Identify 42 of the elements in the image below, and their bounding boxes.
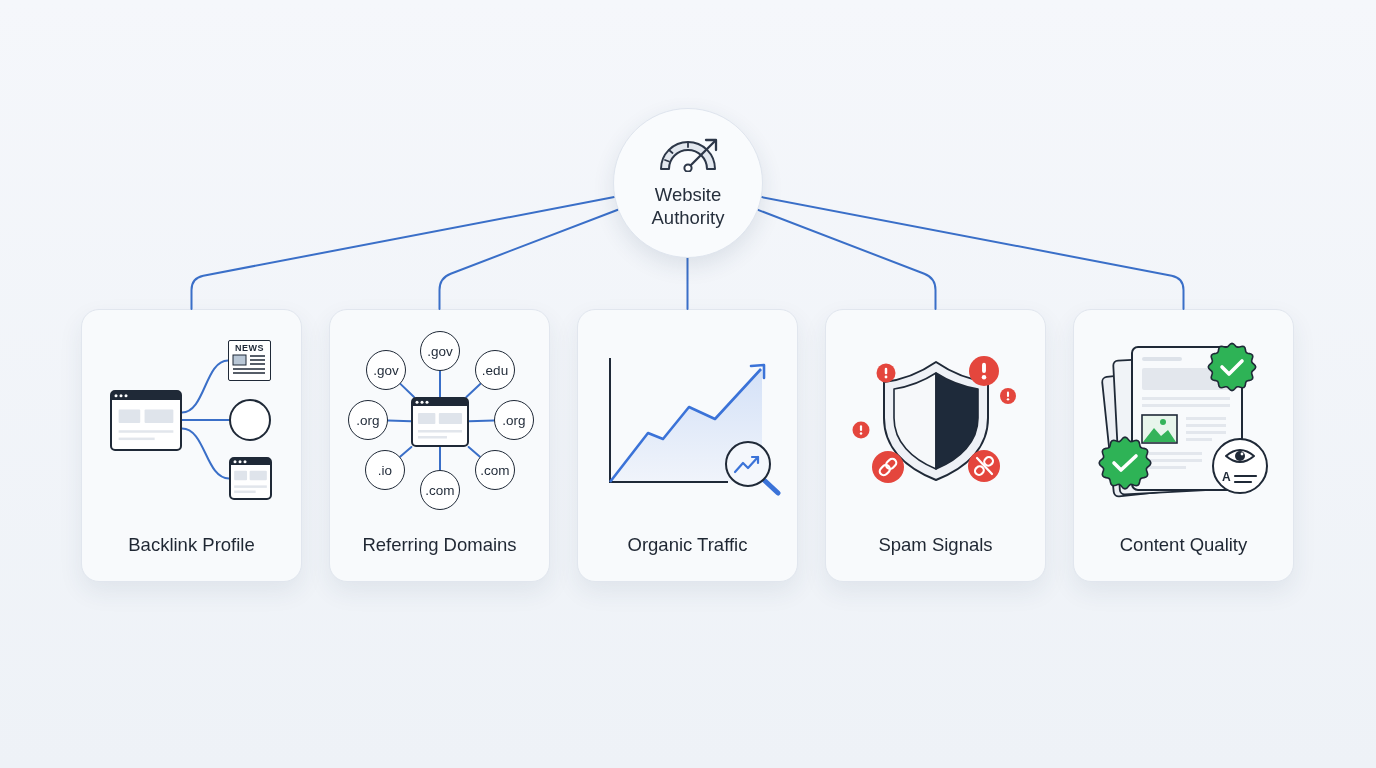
card-title: Content Quality xyxy=(1119,534,1248,556)
domain-bubble: .com xyxy=(420,470,460,510)
connector-line xyxy=(686,257,689,310)
letter-label: A xyxy=(1222,471,1231,484)
domain-bubble: .gov xyxy=(420,331,460,371)
connector-line xyxy=(190,196,616,310)
domain-bubble: .edu xyxy=(475,350,515,390)
browser-window-icon xyxy=(110,390,182,451)
connector-line xyxy=(439,370,441,398)
connector-line xyxy=(399,382,415,398)
category-card xyxy=(825,309,1046,582)
connector-line xyxy=(439,446,441,471)
card-title: Referring Domains xyxy=(362,534,517,556)
connector-line xyxy=(757,208,937,310)
connector-line xyxy=(468,419,495,423)
connector-line xyxy=(181,359,229,414)
connector-line xyxy=(438,208,619,310)
connector-line xyxy=(387,419,412,423)
domain-bubble: .com xyxy=(475,450,515,490)
connector-line xyxy=(181,419,230,421)
masthead-text: NEWS xyxy=(235,343,264,353)
browser-window-icon xyxy=(229,457,272,500)
domain-bubble: .org xyxy=(348,400,388,440)
plain-circle xyxy=(229,399,271,441)
category-card xyxy=(81,309,302,582)
category-card xyxy=(577,309,798,582)
card-title: Organic Traffic xyxy=(627,534,748,556)
connector-line xyxy=(465,382,482,398)
connector-line xyxy=(399,446,413,458)
hub-title: Website Authority xyxy=(651,183,725,229)
browser-window-icon xyxy=(411,397,469,447)
domain-bubble: .gov xyxy=(366,350,406,390)
newspaper xyxy=(228,340,271,381)
category-card xyxy=(329,309,550,582)
card-title: Backlink Profile xyxy=(128,534,255,556)
connector-line xyxy=(760,196,1185,310)
card-title: Spam Signals xyxy=(878,534,993,556)
category-card xyxy=(1073,309,1294,582)
connector-line xyxy=(181,427,230,480)
connector-line xyxy=(467,446,481,458)
domain-bubble: .org xyxy=(494,400,534,440)
domain-bubble: .io xyxy=(365,450,405,490)
